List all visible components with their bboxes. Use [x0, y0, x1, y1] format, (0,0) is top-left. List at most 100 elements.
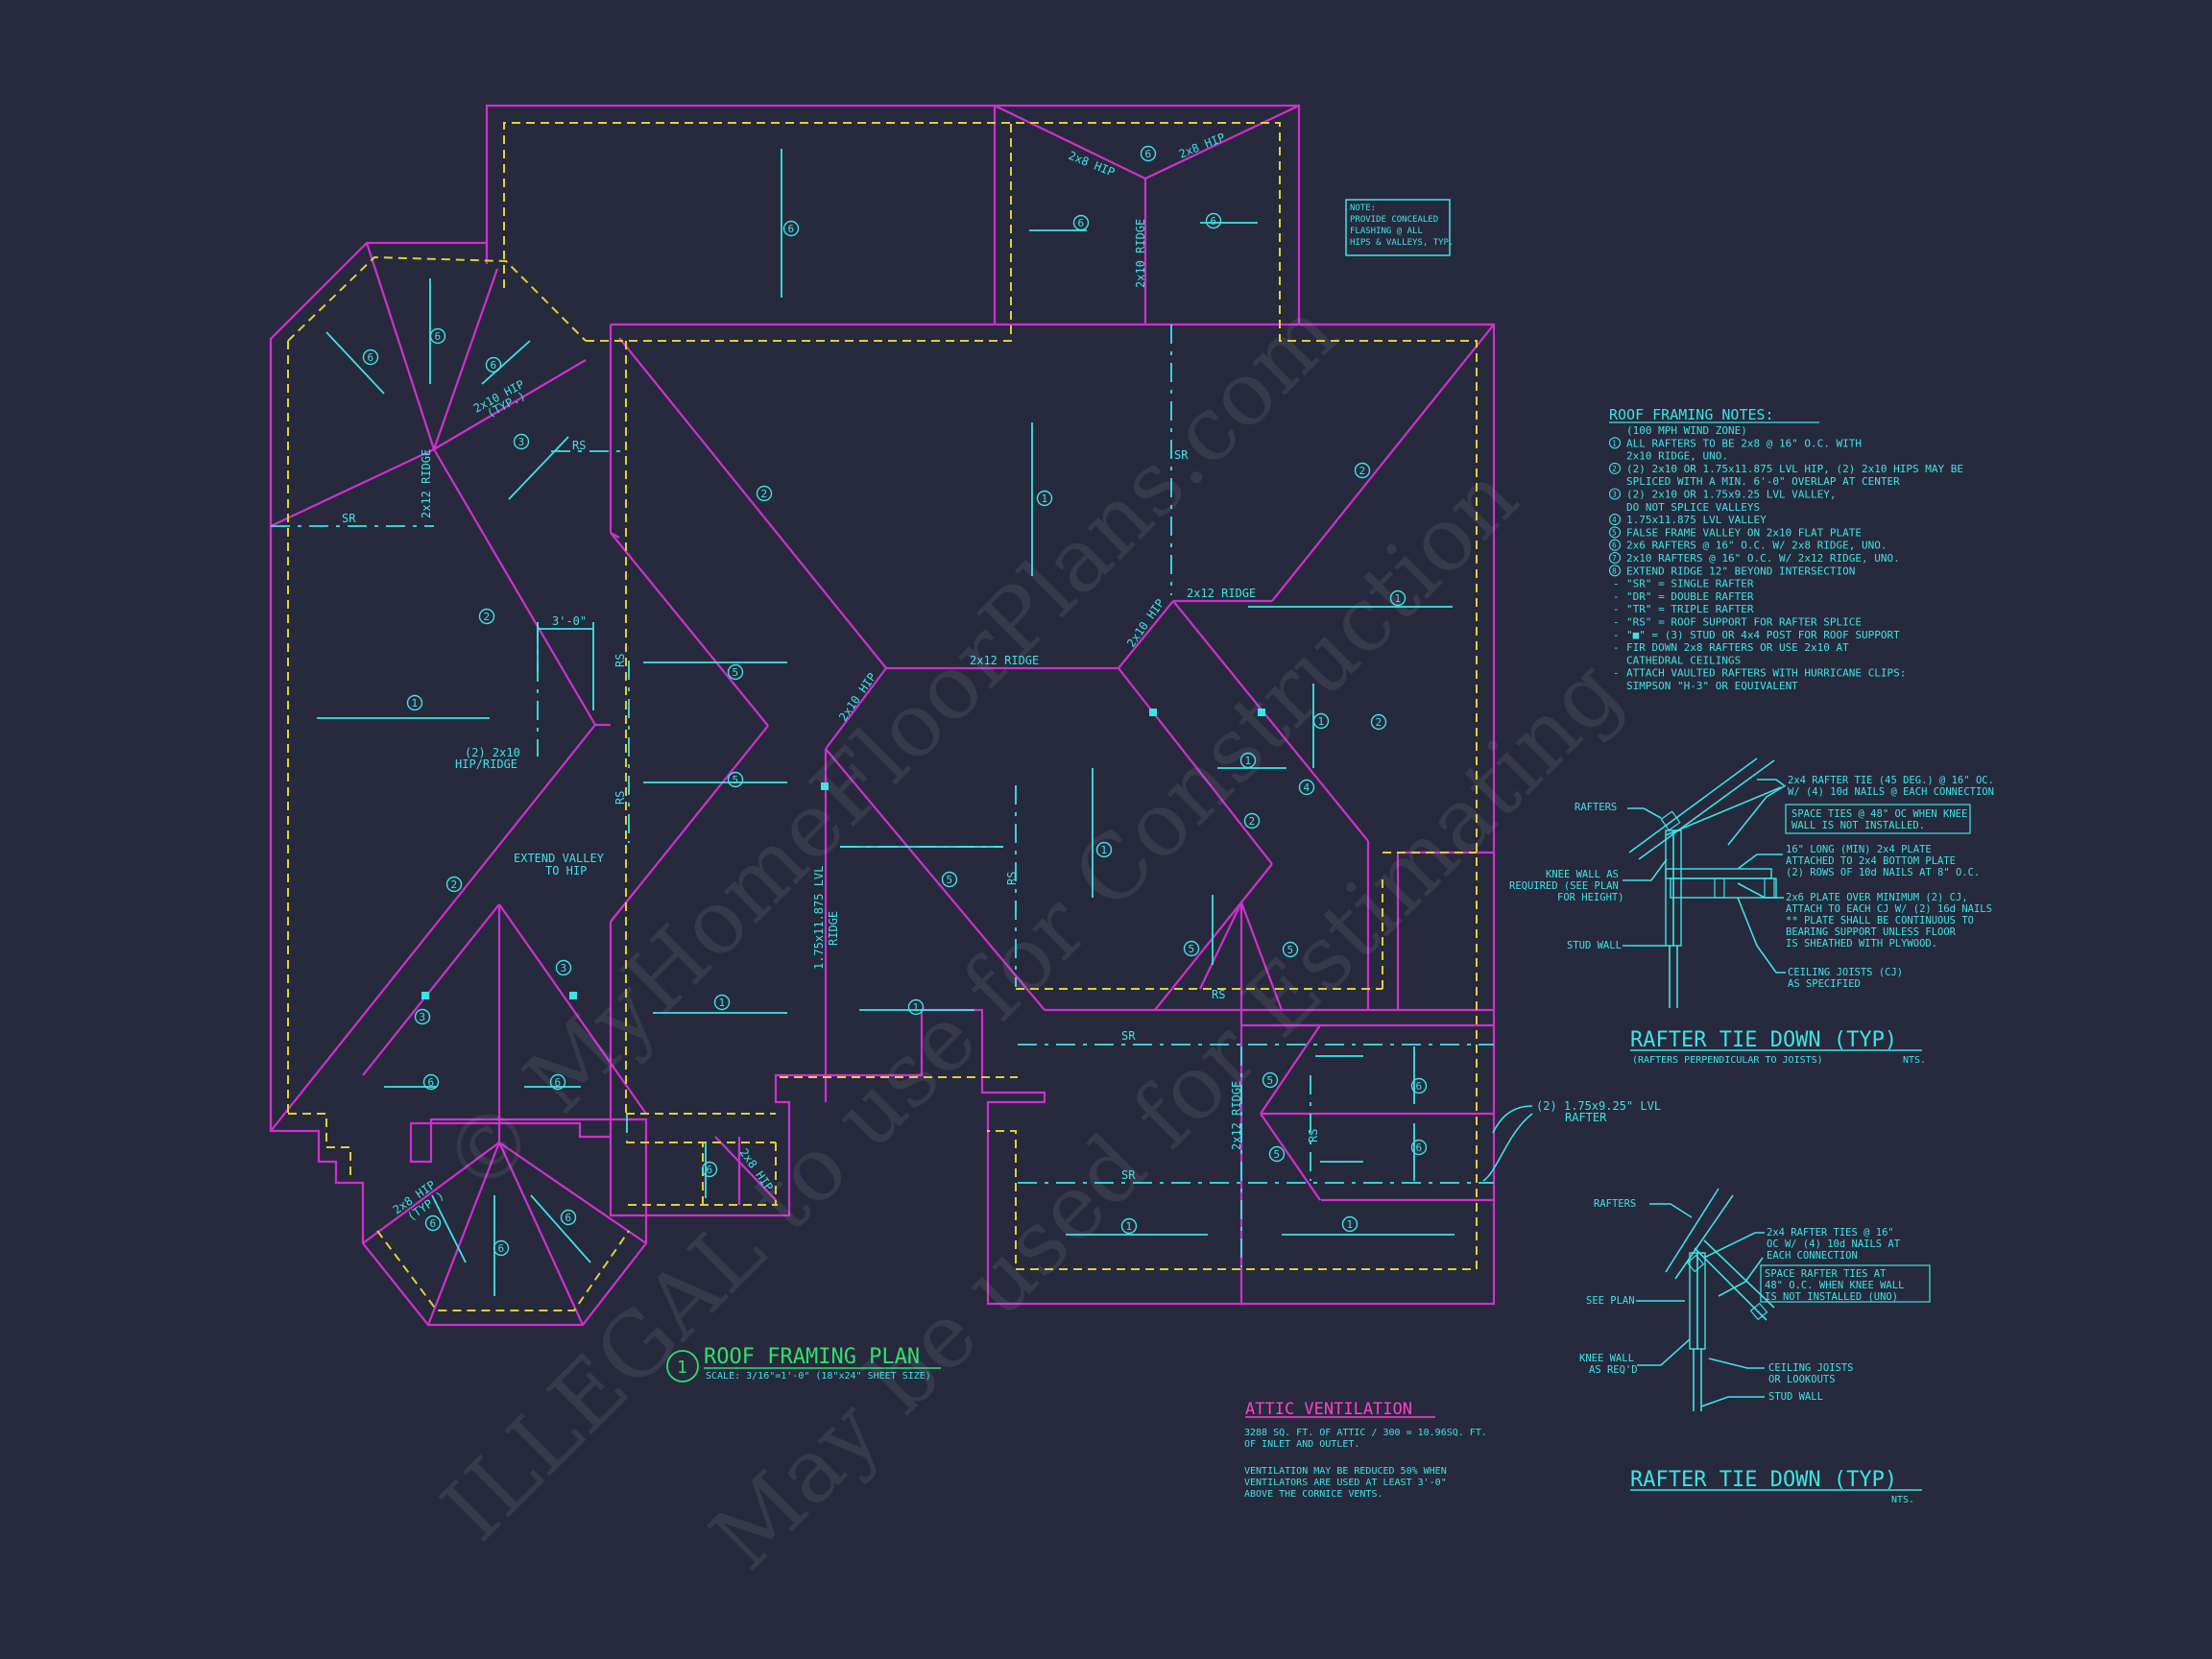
- note-line: DO NOT SPLICE VALLEYS: [1626, 501, 1760, 514]
- tag-number: 6: [498, 1242, 505, 1255]
- note-number: 1: [1612, 439, 1617, 447]
- wall-lines: [287, 122, 1478, 1311]
- tag-number: 6: [1416, 1142, 1423, 1154]
- tag-circle: [1120, 1217, 1138, 1235]
- attic-l2: OF INLET AND OUTLET.: [1244, 1439, 1359, 1450]
- d1-title: RAFTER TIE DOWN (TYP): [1630, 1028, 1897, 1052]
- tag-circle: [1243, 812, 1261, 830]
- hip-label-top-right: 2x8 HIP: [1177, 131, 1227, 161]
- d2-r2: OC W/ (4) 10d NAILS AT: [1767, 1238, 1901, 1250]
- tag-circle: [1389, 589, 1407, 607]
- tag-circle: [1282, 941, 1299, 958]
- tag-number: 6: [428, 1076, 435, 1089]
- ridge-label-lower: 2x12 RIDGE: [1230, 1081, 1243, 1150]
- d2-box2: 48" O.C. WHEN KNEE WALL: [1765, 1280, 1904, 1291]
- note-number: 2: [1612, 465, 1617, 473]
- d1-r12: AS SPECIFIED: [1788, 978, 1861, 990]
- extend-label-2: TO HIP: [545, 864, 587, 878]
- note-line: (2) 2x10 OR 1.75x11.875 LVL HIP, (2) 2x1…: [1626, 463, 1963, 475]
- tag-number: 5: [1189, 943, 1195, 955]
- d2-c1: CEILING JOISTS: [1768, 1362, 1854, 1374]
- rs-label-1: RS: [572, 439, 586, 452]
- dim-3-0: [537, 622, 594, 710]
- tag-number: 6: [1078, 217, 1085, 229]
- d1-knee-2: REQUIRED (SEE PLAN: [1509, 880, 1619, 892]
- d2-c2: OR LOOKOUTS: [1768, 1374, 1836, 1385]
- tag-circle: [1239, 752, 1257, 769]
- ridge-label-right: 2x12 RIDGE: [1187, 587, 1256, 600]
- tag-number: 5: [947, 874, 953, 886]
- tag-number: 2: [484, 611, 491, 623]
- tag-number: 2: [1359, 465, 1366, 477]
- note-number: 8: [1612, 566, 1617, 575]
- tag-circle: [513, 433, 530, 450]
- rafter-splice-lines: [271, 325, 1494, 1267]
- lvl-rafter-label-1: (2) 1.75x9.25" LVL: [1536, 1099, 1661, 1113]
- note-number-circle: [1608, 565, 1622, 577]
- note-line: (2) 2x10 OR 1.75x9.25 LVL VALLEY,: [1626, 489, 1837, 501]
- tag-circle: [1072, 214, 1090, 231]
- note-line: 1.75x11.875 LVL VALLEY: [1626, 514, 1767, 526]
- tag-number: 6: [788, 223, 795, 235]
- d1-rafters: RAFTERS: [1575, 802, 1617, 813]
- d1-nts: NTS.: [1903, 1055, 1926, 1066]
- tag-circle: [560, 1209, 577, 1226]
- tag-circle: [414, 1008, 431, 1025]
- note-number-circle: [1608, 514, 1622, 526]
- tag-number: 6: [1416, 1080, 1423, 1093]
- tag-circle: [549, 1073, 566, 1091]
- tag-number: 1: [1395, 592, 1402, 605]
- tag-circle: [1140, 145, 1157, 162]
- rs-label-3: RS: [613, 791, 627, 805]
- attic-l5: ABOVE THE CORNICE VENTS.: [1244, 1489, 1383, 1500]
- tag-circle: [1354, 462, 1371, 479]
- sr-label-1: SR: [342, 512, 356, 525]
- d1-r7: ATTACH TO EACH CJ W/ (2) 16d NAILS: [1786, 903, 1992, 915]
- d1-r5: (2) ROWS OF 10d NAILS AT 8" O.C.: [1786, 867, 1980, 878]
- note-dash: -: [1613, 603, 1620, 615]
- tag-circle: [485, 356, 502, 373]
- note-line: (100 MPH WIND ZONE): [1626, 424, 1747, 437]
- plan-title-number: 1: [677, 1358, 687, 1378]
- note-line: "DR" = DOUBLE RAFTER: [1626, 590, 1754, 603]
- rafter-arrows: [317, 149, 1455, 1296]
- d1-r2: W/ (4) 10d NAILS @ EACH CONNECTION: [1788, 786, 1994, 798]
- d1-box1: SPACE TIES @ 48" OC WHEN KNEE: [1791, 808, 1967, 820]
- note-line: 2x10 RIDGE, UNO.: [1626, 450, 1728, 463]
- tag-circle: [1370, 713, 1387, 731]
- note-line: "SR" = SINGLE RAFTER: [1626, 578, 1754, 590]
- tag-number: 5: [1274, 1148, 1281, 1161]
- plan-scale: SCALE: 3/16"=1'-0" (18"x24" SHEET SIZE): [706, 1371, 931, 1382]
- d2-knee-2: AS REQ'D: [1589, 1364, 1638, 1376]
- note-line: SIMPSON "H-3" OR EQUIVALENT: [1626, 680, 1798, 692]
- d2-c3: STUD WALL: [1768, 1391, 1823, 1403]
- ridge-label-top: 2x10 RIDGE: [1134, 219, 1147, 288]
- lvl-ridge-label-1: 1.75x11.875 LVL: [812, 866, 826, 970]
- d1-r6: 2x6 PLATE OVER MINIMUM (2) CJ,: [1786, 892, 1968, 903]
- tag-circle: [701, 1161, 718, 1178]
- sr-label-2: SR: [1174, 448, 1189, 462]
- tag-number: 5: [1267, 1074, 1274, 1087]
- d1-r4: ATTACHED TO 2x4 BOTTOM PLATE: [1786, 855, 1956, 867]
- d2-seeplan: SEE PLAN: [1586, 1295, 1635, 1307]
- d1-stud: STUD WALL: [1567, 940, 1622, 951]
- ridge-label-center: 2x12 RIDGE: [970, 654, 1039, 667]
- sr-label-3: SR: [1121, 1029, 1136, 1043]
- tag-number: 6: [430, 1217, 437, 1230]
- tag-number: 6: [491, 359, 497, 372]
- d2-nts: NTS.: [1891, 1495, 1914, 1505]
- tag-number: 2: [451, 878, 458, 891]
- attic-l4: VENTILATORS ARE USED AT LEAST 3'-0": [1244, 1478, 1447, 1488]
- note-number: 5: [1612, 528, 1617, 537]
- tag-circle: [1095, 841, 1113, 858]
- roof-framing-notes: ROOF FRAMING NOTES: (100 MPH WIND ZONE)1…: [1608, 406, 1963, 692]
- tag-circle: [555, 959, 572, 976]
- d2-r3: EACH CONNECTION: [1767, 1250, 1858, 1262]
- note-line-4: HIPS & VALLEYS, TYP.: [1350, 238, 1454, 248]
- note-line: ALL RAFTERS TO BE 2x8 @ 16" O.C. WITH: [1626, 437, 1862, 449]
- note-line: 2x10 RAFTERS @ 16" O.C. W/ 2x12 RIDGE, U…: [1626, 552, 1900, 565]
- note-dash: -: [1613, 578, 1620, 590]
- tag-number: 6: [435, 330, 442, 343]
- tag-circle: [1410, 1139, 1428, 1156]
- note-number: 6: [1612, 541, 1617, 550]
